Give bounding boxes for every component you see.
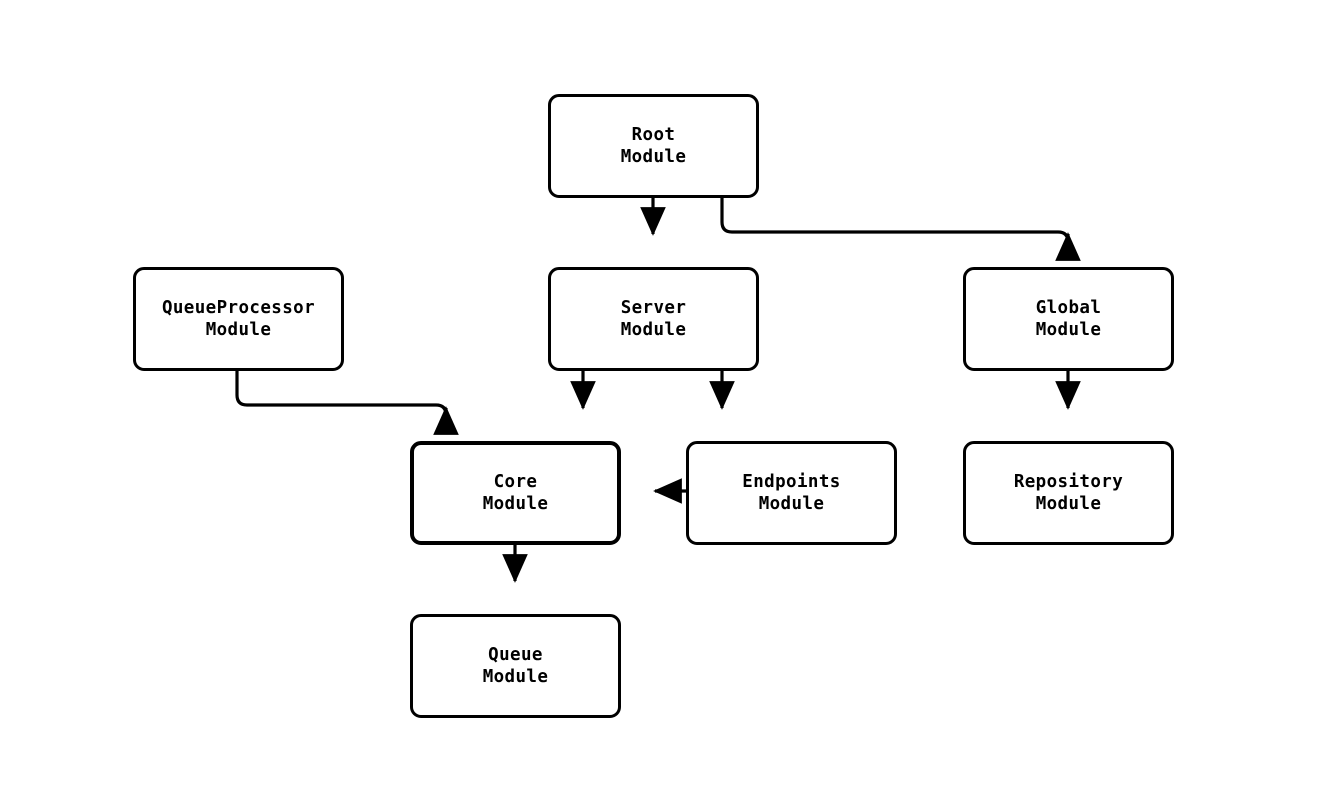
node-root-module[interactable]: Root Module (548, 94, 759, 198)
node-label-core-line2: Module (482, 494, 549, 514)
node-queue-module[interactable]: Queue Module (410, 614, 621, 718)
edge-queueprocessor-to-core (235, 371, 459, 435)
node-label-queue-line2: Module (482, 667, 549, 687)
node-label-queue-line1: Queue (488, 645, 543, 665)
node-label-queueprocessor-line1: QueueProcessor (161, 298, 316, 318)
node-core-module[interactable]: Core Module (410, 441, 621, 545)
node-server-module[interactable]: Server Module (548, 267, 759, 371)
node-label-server-line1: Server (620, 298, 687, 318)
node-label-queueprocessor-line2: Module (205, 320, 272, 340)
node-label-endpoints-line1: Endpoints (742, 472, 841, 492)
node-label-endpoints-line2: Module (758, 494, 825, 514)
node-label-global-line2: Module (1035, 320, 1102, 340)
node-label-repository-line1: Repository (1013, 472, 1124, 492)
node-label-repository-line2: Module (1035, 494, 1102, 514)
node-global-module[interactable]: Global Module (963, 267, 1174, 371)
node-label-global-line1: Global (1035, 298, 1102, 318)
node-label-root-line2: Module (620, 147, 687, 167)
node-endpoints-module[interactable]: Endpoints Module (686, 441, 897, 545)
node-label-core-line1: Core (493, 472, 538, 492)
node-repository-module[interactable]: Repository Module (963, 441, 1174, 545)
edge-root-to-global (720, 198, 1081, 261)
node-label-server-line2: Module (620, 320, 687, 340)
node-label-root-line1: Root (631, 125, 676, 145)
node-queueprocessor-module[interactable]: QueueProcessor Module (133, 267, 344, 371)
